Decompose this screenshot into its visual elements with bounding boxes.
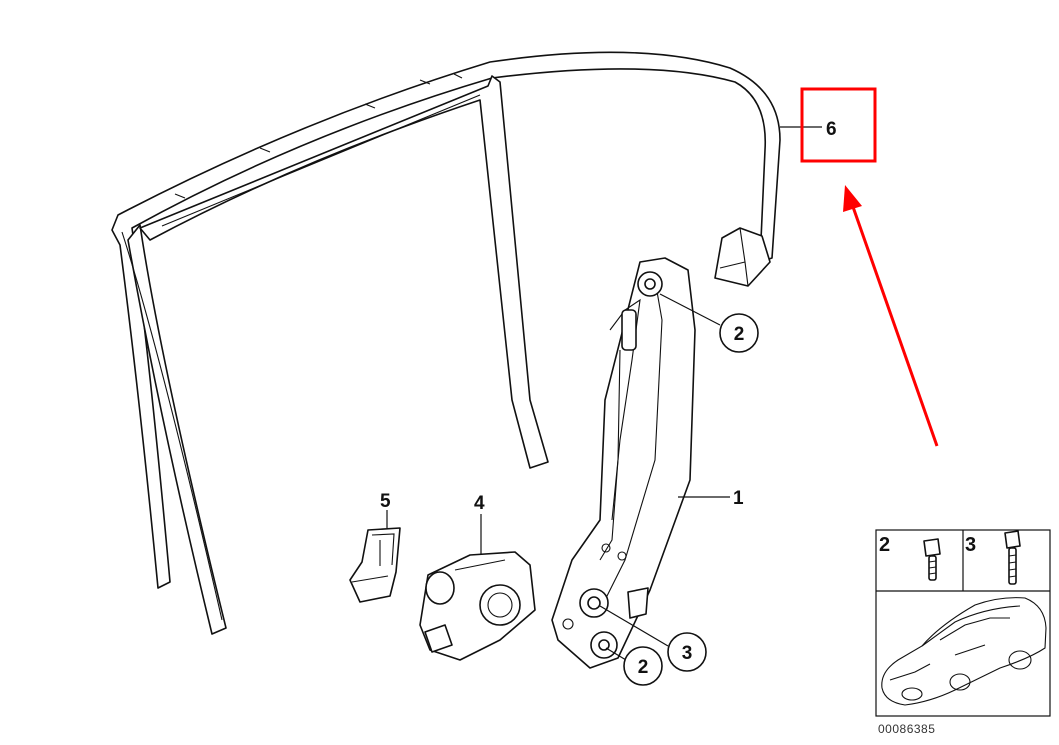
callout-circle-2-bottom: 2 (623, 646, 663, 686)
window-regulator-icon (551, 257, 696, 669)
callout-4: 4 (474, 493, 485, 514)
callout-2-top: 2 (734, 324, 745, 345)
callout-circle-3: 3 (667, 632, 707, 672)
callout-2-bottom: 2 (638, 657, 649, 678)
electric-motor-icon (419, 551, 536, 661)
diagram-code: 00086385 (878, 722, 935, 736)
bolt-icon (923, 538, 941, 581)
callout-3: 3 (682, 643, 693, 664)
callout-6: 6 (826, 119, 837, 140)
car-outline-icon (881, 597, 1047, 706)
window-seal-frame-icon (111, 51, 781, 635)
inset-label-2: 2 (879, 534, 890, 556)
connector-icon (349, 527, 401, 603)
callout-5: 5 (380, 491, 391, 512)
callout-circle-2-top: 2 (719, 313, 759, 353)
inset-panel (875, 529, 1051, 717)
highlight-box-icon (800, 87, 877, 163)
callout-1: 1 (733, 488, 744, 509)
inset-label-3: 3 (965, 534, 976, 556)
red-arrow-icon (843, 185, 939, 447)
screw-icon (1004, 530, 1021, 585)
